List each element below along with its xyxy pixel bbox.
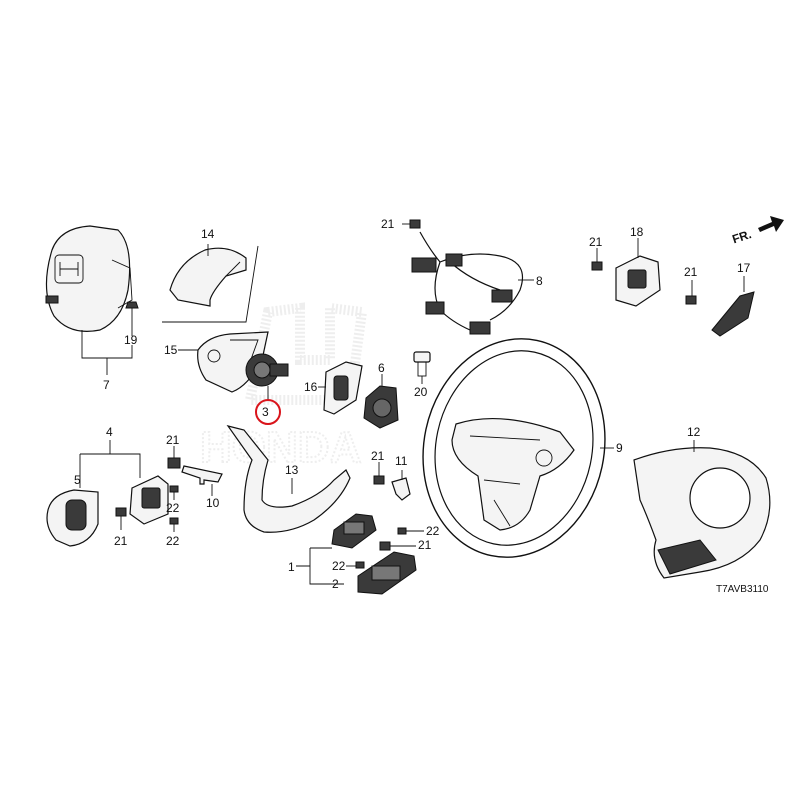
bolt-20 [413, 351, 431, 377]
callout-9[interactable]: 9 [616, 441, 623, 455]
callout-8[interactable]: 8 [536, 274, 543, 288]
panel-14 [169, 247, 247, 307]
nut-21-11 [373, 475, 385, 485]
callout-16[interactable]: 16 [304, 380, 318, 394]
callout-12[interactable]: 12 [687, 425, 701, 439]
callout-22-b[interactable]: 22 [166, 534, 180, 548]
callout-22-c[interactable]: 22 [426, 524, 440, 538]
callout-2[interactable]: 2 [332, 577, 339, 591]
direction-arrow-icon [758, 216, 784, 232]
callout-18[interactable]: 18 [630, 225, 644, 239]
callout-11[interactable]: 11 [395, 454, 408, 468]
screws-22-left [169, 485, 179, 532]
callout-21-10[interactable]: 21 [166, 433, 180, 447]
callout-19[interactable]: 19 [124, 333, 138, 347]
screw-22-right [397, 527, 424, 535]
svg-text:FR.: FR. [730, 227, 753, 246]
screw-22-bottom [355, 561, 365, 569]
switch-5 [46, 489, 99, 547]
steering-wheel-9 [422, 338, 606, 558]
rear-cover-12 [633, 447, 771, 579]
bolt-19 [125, 301, 139, 322]
honda-watermark: HONDA [199, 302, 368, 473]
callout-15[interactable]: 15 [164, 343, 178, 357]
callout-6[interactable]: 6 [378, 361, 385, 375]
switch-6 [363, 385, 399, 429]
switch-4 [129, 475, 169, 525]
clip-10 [181, 465, 223, 485]
switch-2 [357, 551, 417, 595]
callout-17[interactable]: 17 [737, 261, 751, 275]
nut-21-10 [167, 457, 181, 469]
callout-21-18[interactable]: 21 [589, 235, 603, 249]
callout-21-top[interactable]: 21 [381, 217, 395, 231]
callout-21-bottom[interactable]: 21 [418, 538, 432, 552]
screw-21-18 [591, 261, 603, 271]
callout-22-a[interactable]: 22 [166, 501, 180, 515]
callout-10[interactable]: 10 [206, 496, 220, 510]
diagram-code: T7AVB3110 [716, 584, 769, 595]
highlight-circle-3 [255, 399, 281, 425]
callout-5[interactable]: 5 [74, 473, 81, 487]
garnish-13 [226, 425, 351, 533]
cable-reel-3 [245, 353, 289, 400]
paddle-18 [615, 255, 661, 307]
callout-14[interactable]: 14 [201, 227, 215, 241]
callout-7[interactable]: 7 [103, 378, 110, 392]
callout-4[interactable]: 4 [106, 425, 113, 439]
front-direction-indicator: FR. [730, 216, 784, 246]
callout-3[interactable]: 3 [262, 405, 269, 419]
paddle-17 [711, 291, 755, 337]
callout-13[interactable]: 13 [285, 463, 299, 477]
callout-22-d[interactable]: 22 [332, 559, 346, 573]
airbag-module[interactable] [45, 225, 133, 332]
wire-harness-8 [411, 231, 524, 335]
callout-20[interactable]: 20 [414, 385, 428, 399]
screw-21-top [409, 219, 421, 229]
svg-text:HONDA: HONDA [200, 423, 361, 472]
callout-labels: 1 2 3 4 5 6 7 8 9 10 11 12 13 14 15 16 1… [74, 217, 751, 591]
screw-21-left [115, 507, 127, 517]
screw-21-17 [685, 295, 697, 305]
callout-1[interactable]: 1 [288, 560, 295, 574]
clip-11 [391, 477, 411, 501]
switch-16 [323, 361, 363, 415]
callout-21-17[interactable]: 21 [684, 265, 698, 279]
callout-21-11[interactable]: 21 [371, 449, 385, 463]
nut-21-bottom [379, 541, 416, 551]
callout-21-left[interactable]: 21 [114, 534, 128, 548]
switch-1-upper [331, 513, 377, 549]
